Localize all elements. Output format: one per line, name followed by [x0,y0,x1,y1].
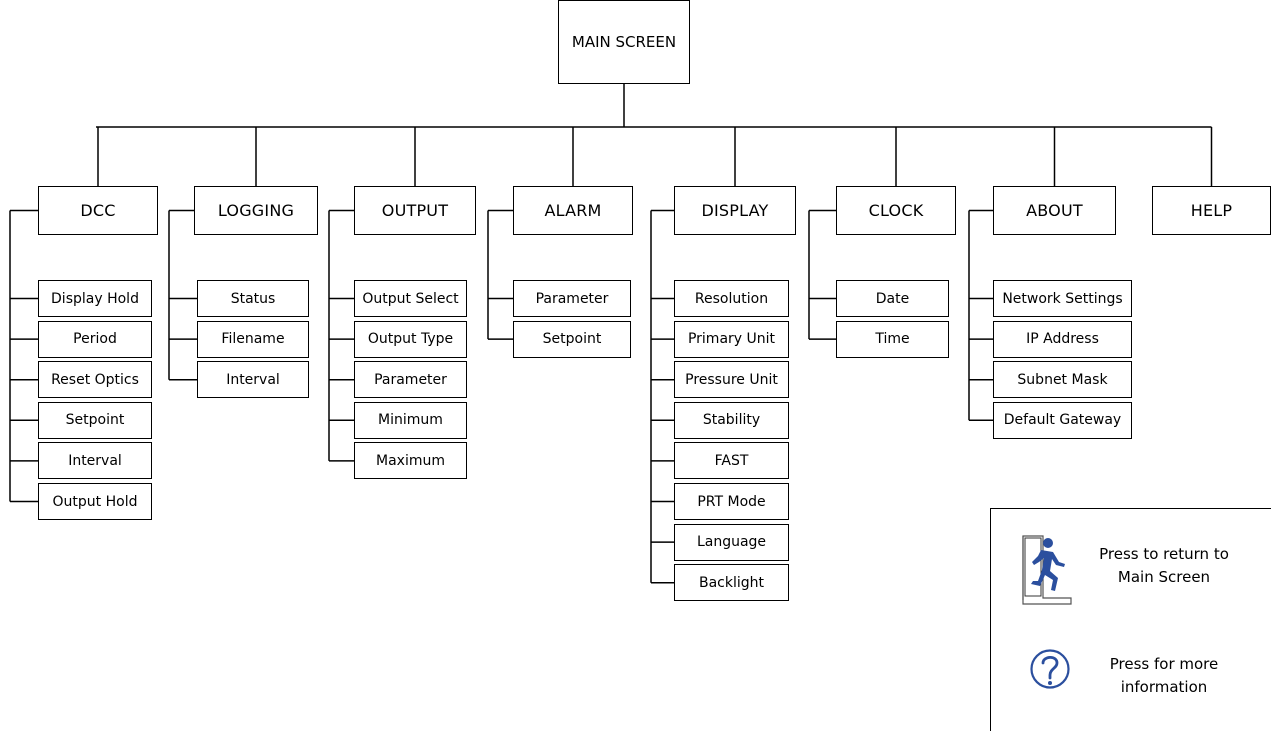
menu-item-output-4: Minimum [354,401,467,439]
menu-item-dcc-1-label: Display Hold [51,290,139,307]
category-display-label: DISPLAY [701,201,769,220]
menu-item-dcc-4-label: Setpoint [65,412,125,429]
category-help: HELP [1152,186,1271,235]
menu-item-display-6: PRT Mode [674,483,789,520]
menu-item-clock-1-label: Date [875,290,910,307]
menu-item-dcc-3: Reset Optics [38,361,152,399]
legend-return-line1: Press to return to [1099,545,1229,563]
menu-item-dcc-3-label: Reset Optics [51,371,139,388]
main-screen-box-label: MAIN SCREEN [571,33,677,51]
menu-item-display-1: Resolution [674,280,789,317]
menu-item-dcc-5: Interval [38,442,152,480]
legend-help-line2: information [1120,678,1208,696]
menu-item-display-7-label: Language [696,534,767,551]
category-about-label: ABOUT [1026,201,1083,220]
category-clock-label: CLOCK [868,201,924,220]
menu-item-about-4: Default Gateway [993,401,1132,439]
legend-return-line2: Main Screen [1117,568,1211,586]
legend-return-text: Press to return to Main Screen [1089,543,1239,589]
category-alarm-label: ALARM [544,201,602,220]
category-help-label: HELP [1190,201,1233,220]
menu-item-about-2-label: IP Address [1026,331,1099,348]
menu-item-output-3-label: Parameter [374,371,447,388]
menu-item-output-4-label: Minimum [378,412,443,429]
menu-item-clock-1: Date [836,280,949,317]
menu-item-display-7: Language [674,523,789,561]
category-logging: LOGGING [194,186,318,235]
menu-item-display-4-label: Stability [702,412,761,429]
menu-item-logging-2-label: Filename [221,331,285,348]
menu-item-display-6-label: PRT Mode [697,493,766,510]
legend-panel: Press to return to Main Screen Press for… [990,508,1271,731]
menu-item-alarm-1-label: Parameter [535,290,609,307]
menu-item-display-8-label: Backlight [698,574,765,591]
menu-item-about-1-label: Network Settings [1002,290,1123,307]
menu-item-alarm-2: Setpoint [513,320,631,358]
menu-item-display-8: Backlight [674,564,789,602]
menu-item-output-1: Output Select [354,280,467,317]
menu-item-about-2: IP Address [993,320,1132,358]
menu-item-display-2-label: Primary Unit [687,331,776,348]
menu-item-dcc-2-label: Period [73,331,117,348]
menu-item-display-3-label: Pressure Unit [685,371,778,388]
menu-item-dcc-6-label: Output Hold [52,493,138,510]
menu-item-dcc-5-label: Interval [68,452,122,469]
category-output-label: OUTPUT [381,201,449,220]
legend-help-line1: Press for more [1109,655,1219,673]
menu-item-display-3: Pressure Unit [674,361,789,399]
menu-item-dcc-4: Setpoint [38,401,152,439]
running-man-exit-icon [1022,535,1072,605]
menu-item-logging-1: Status [197,280,309,317]
category-alarm: ALARM [513,186,633,235]
menu-item-output-3: Parameter [354,361,467,399]
menu-item-display-1-label: Resolution [694,290,769,307]
menu-item-about-1: Network Settings [993,280,1132,317]
menu-item-output-1-label: Output Select [362,290,459,307]
category-about: ABOUT [993,186,1116,235]
menu-item-dcc-1: Display Hold [38,280,152,317]
category-dcc: DCC [38,186,158,235]
menu-item-output-5: Maximum [354,442,467,480]
menu-item-clock-2-label: Time [875,331,910,348]
menu-item-alarm-1: Parameter [513,280,631,317]
menu-item-logging-3-label: Interval [226,371,280,388]
menu-item-display-5-label: FAST [714,452,749,469]
category-display: DISPLAY [674,186,796,235]
menu-item-display-2: Primary Unit [674,320,789,358]
legend-help-text: Press for more information [1089,653,1239,699]
menu-item-display-5: FAST [674,442,789,480]
menu-item-logging-1-label: Status [230,290,276,307]
menu-item-logging-3: Interval [197,361,309,399]
category-clock: CLOCK [836,186,956,235]
menu-item-output-2-label: Output Type [367,331,454,348]
menu-item-logging-2: Filename [197,320,309,358]
menu-item-clock-2: Time [836,320,949,358]
menu-item-about-3-label: Subnet Mask [1017,371,1108,388]
menu-item-about-3: Subnet Mask [993,361,1132,399]
menu-item-output-2: Output Type [354,320,467,358]
menu-item-dcc-2: Period [38,320,152,358]
menu-item-display-4: Stability [674,401,789,439]
category-logging-label: LOGGING [217,201,295,220]
question-circle-icon [1030,649,1070,689]
menu-item-dcc-6: Output Hold [38,483,152,520]
menu-item-about-4-label: Default Gateway [1003,412,1122,429]
category-dcc-label: DCC [80,201,116,220]
menu-item-output-5-label: Maximum [376,452,445,469]
category-output: OUTPUT [354,186,476,235]
main-screen-box: MAIN SCREEN [558,0,690,84]
menu-item-alarm-2-label: Setpoint [542,331,602,348]
